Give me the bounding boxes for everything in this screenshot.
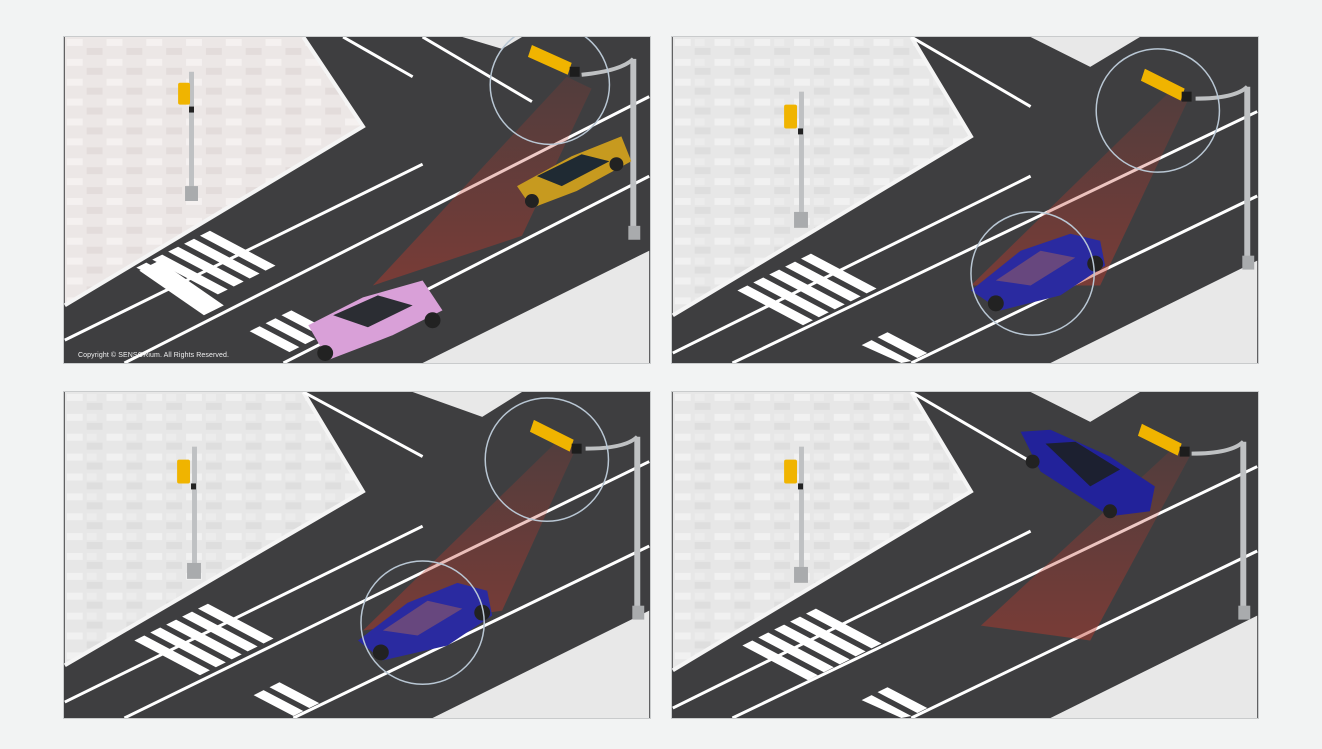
signal-pole xyxy=(192,447,197,571)
scene-panel-1: Copyright © SENSORium. All Rights Reserv… xyxy=(63,36,651,364)
signal-pole xyxy=(799,92,804,221)
pedestrian-signal xyxy=(177,460,190,484)
radar-sensor xyxy=(1182,92,1192,102)
radar-sensor xyxy=(572,444,582,454)
intersection-scene xyxy=(672,392,1258,718)
scene-panel-3 xyxy=(63,391,651,719)
radar-sensor xyxy=(1180,447,1190,457)
intersection-scene xyxy=(64,37,650,363)
pedestrian-signal xyxy=(178,83,190,105)
pedestrian-signal xyxy=(784,105,797,129)
copyright-notice: Copyright © SENSORium. All Rights Reserv… xyxy=(78,352,229,359)
pedestrian-signal xyxy=(784,460,797,484)
signal-pole xyxy=(799,447,804,576)
intersection-scene xyxy=(672,37,1258,363)
scene-panel-4 xyxy=(671,391,1259,719)
scene-panel-2 xyxy=(671,36,1259,364)
intersection-scene xyxy=(64,392,650,718)
radar-sensor xyxy=(570,67,580,77)
